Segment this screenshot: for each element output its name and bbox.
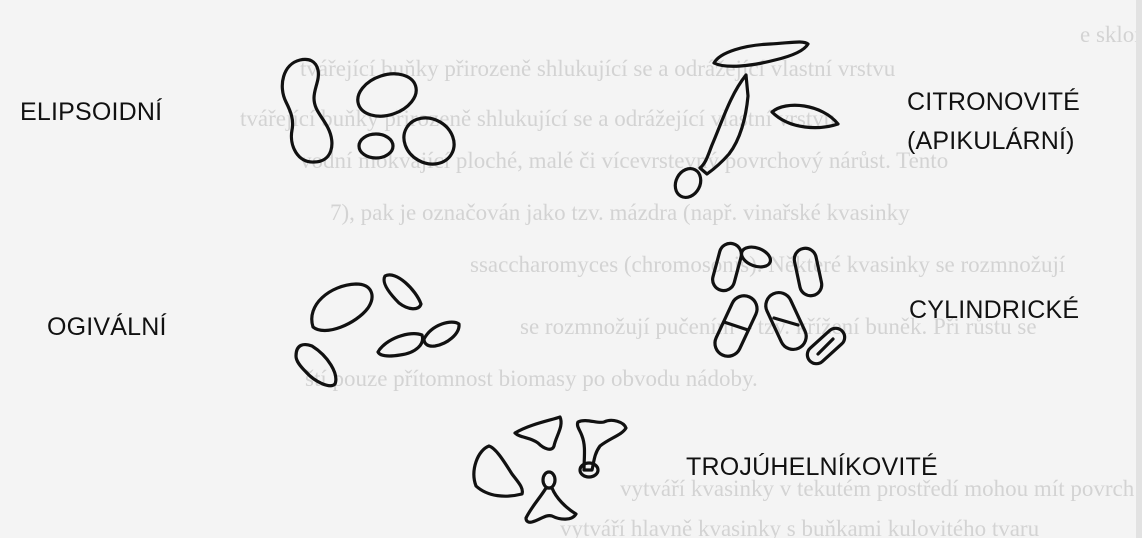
ogival-cell <box>384 275 421 309</box>
triangular-cell-group <box>474 417 626 522</box>
ellipsoid-budding-cell <box>282 59 332 162</box>
lemon-shaped-cell <box>714 42 808 66</box>
triangular-cell <box>515 417 561 449</box>
page-edge <box>1136 0 1142 538</box>
triangular-cell-bud <box>543 472 555 488</box>
triangular-cell <box>474 446 522 496</box>
label-apiculate: (APIKULÁRNÍ) <box>907 126 1075 157</box>
label-cylindrical: CYLINDRICKÉ <box>909 295 1079 326</box>
ellipsoid-cell <box>395 109 462 173</box>
label-triangular: TROJÚHELNÍKOVITÉ <box>686 452 938 483</box>
ogival-cell <box>312 284 372 331</box>
label-lemon-shaped: CITRONOVITÉ <box>907 87 1080 118</box>
cylindrical-cell-septum <box>774 318 798 325</box>
cylindrical-cell <box>792 246 823 298</box>
ogival-cell <box>296 345 336 386</box>
ellipsoid-cell <box>352 67 421 124</box>
label-ogival: OGIVÁLNÍ <box>47 312 167 343</box>
ogival-cell <box>424 322 459 346</box>
label-ellipsoid: ELIPSOIDNÍ <box>20 97 162 128</box>
cylindrical-cell <box>710 241 744 293</box>
cylindrical-cell-group <box>710 241 848 367</box>
ellipsoid-cell <box>359 134 393 158</box>
lemon-shaped-budding-cell <box>700 75 748 174</box>
lemon-shaped-cell <box>772 105 838 127</box>
cylindrical-bud <box>739 243 773 270</box>
triangular-cell <box>526 488 576 522</box>
ellipsoid-cell-group <box>282 59 462 173</box>
ogival-cell <box>378 334 423 356</box>
lemon-shaped-cell-group <box>670 42 838 202</box>
ogival-cell-group <box>296 275 459 386</box>
cylindrical-cell-septum <box>724 322 748 330</box>
